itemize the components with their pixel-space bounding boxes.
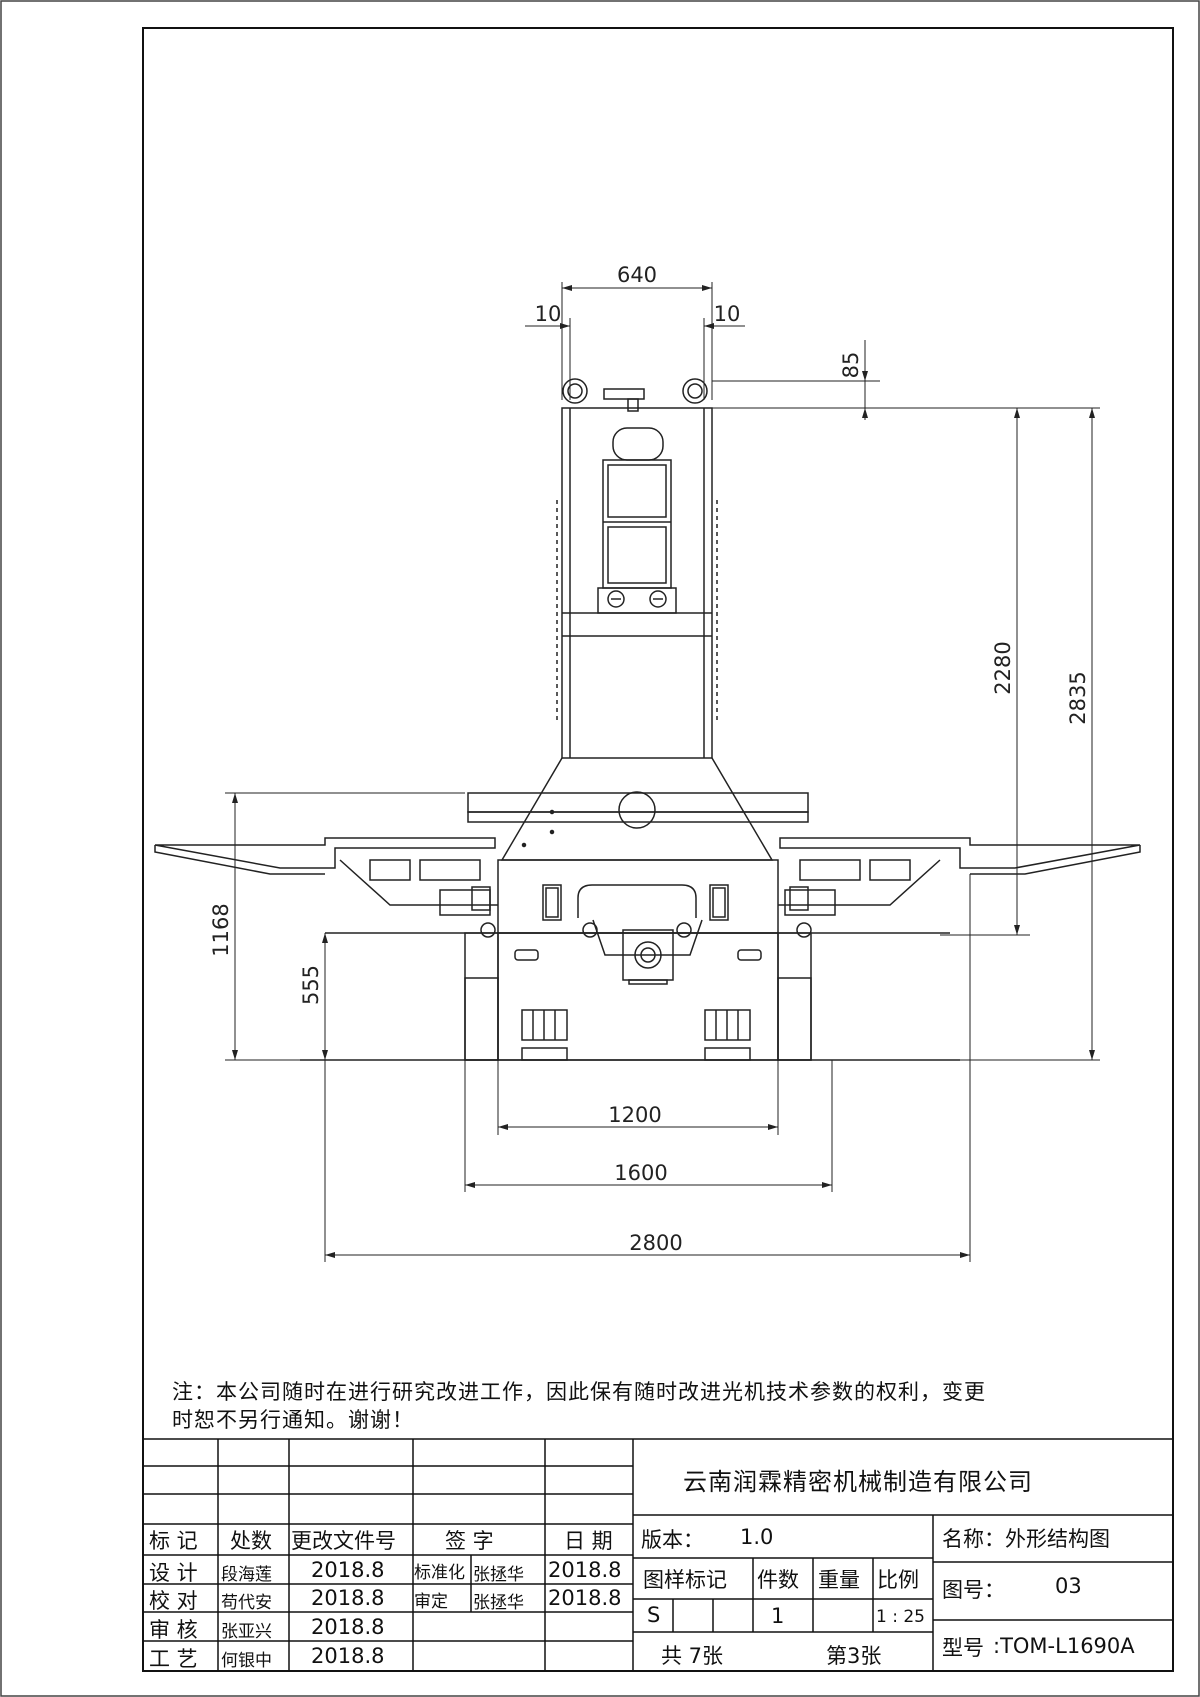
dimension-arrows: [232, 285, 1095, 1258]
header-count: 处数: [230, 1529, 272, 1553]
note-line-1: 注：本公司随时在进行研究改进工作，因此保有随时改进光机技术参数的权利，变更: [172, 1380, 986, 1404]
company-name: 云南润霖精密机械制造有限公司: [683, 1468, 1033, 1496]
drawing-frame: [142, 27, 1174, 1672]
role-design: 设 计: [149, 1561, 198, 1585]
dim-overall-width: 2800: [629, 1231, 682, 1255]
date-check: 2018.8: [311, 1586, 385, 1610]
table-saddle: [497, 859, 779, 934]
title-block-grid: [143, 1438, 1173, 1671]
date-design: 2018.8: [311, 1558, 385, 1582]
version-value: 1.0: [740, 1525, 774, 1549]
weight-label: 重量: [818, 1568, 860, 1592]
dim-ring-height: 85: [839, 352, 863, 379]
role-check: 校 对: [149, 1589, 198, 1613]
quantity-label: 件数: [757, 1568, 799, 1592]
machine-front-view: [154, 378, 1141, 1061]
dim-column-height: 2280: [991, 641, 1015, 694]
approval-date: 2018.8: [548, 1586, 622, 1610]
drawing-no-label: 图号：: [942, 1578, 1005, 1602]
date-review: 2018.8: [311, 1615, 385, 1639]
machine-base: [497, 932, 779, 1061]
name-label: 名称：: [942, 1527, 1005, 1551]
quantity-value: 1: [771, 1604, 785, 1628]
role-review: 审 核: [149, 1618, 198, 1642]
header-date: 日 期: [564, 1529, 613, 1553]
name-process: 何银中: [221, 1651, 272, 1671]
sheet-number: 第3张: [826, 1644, 882, 1668]
note-line-2: 时恕不另行通知。谢谢！: [172, 1408, 414, 1432]
lifting-ring-left: [562, 378, 588, 404]
lifting-ring-right: [682, 378, 708, 404]
scale-value: 1 : 25: [876, 1607, 925, 1627]
role-process: 工 艺: [149, 1647, 198, 1671]
dim-right-offset: 10: [714, 302, 741, 326]
name-design: 段海莲: [221, 1565, 272, 1585]
standardization-name: 张拯华: [473, 1565, 524, 1585]
dim-left-offset: 10: [535, 302, 562, 326]
spindle-motor: [612, 427, 664, 461]
dim-overall-height: 2835: [1066, 671, 1090, 724]
date-process: 2018.8: [311, 1644, 385, 1668]
standardization-date: 2018.8: [548, 1558, 622, 1582]
revision-note: 注：本公司随时在进行研究改进工作，因此保有随时改进光机技术参数的权利，变更 时恕…: [172, 1378, 1172, 1434]
dimension-lines: [225, 282, 1100, 1262]
wing-table-right: [779, 837, 1141, 869]
total-sheets: 共 7张: [661, 1644, 724, 1668]
dim-table-height: 1168: [209, 903, 233, 956]
sample-mark-label: 图样标记: [643, 1568, 727, 1592]
dimension-labels: 640 10 10 85 2280 2835 1168 555 1200 160…: [209, 263, 1090, 1255]
name-review: 张亚兴: [221, 1622, 272, 1642]
wing-table-left: [154, 837, 496, 869]
scale-label: 比例: [877, 1568, 919, 1592]
name-check: 苟代安: [221, 1593, 272, 1613]
model-label: 型号: [942, 1636, 984, 1660]
title-block: 云南润霖精密机械制造有限公司 标 记 处数 更改文件号 签 字 日 期 设 计 …: [143, 1439, 1173, 1671]
version-label: 版本：: [641, 1528, 704, 1552]
approval-name: 张拯华: [473, 1593, 524, 1613]
standardization-label: 标准化: [414, 1563, 465, 1583]
sample-mark-value: S: [647, 1603, 661, 1627]
header-change-doc: 更改文件号: [291, 1529, 396, 1553]
dim-base-outer-width: 1600: [614, 1161, 667, 1185]
header-signature: 签 字: [445, 1529, 494, 1553]
drawing-no-value: 03: [1055, 1574, 1082, 1598]
dim-base-height: 555: [299, 965, 323, 1005]
dim-top-width: 640: [617, 263, 657, 287]
dim-base-inner-width: 1200: [608, 1103, 661, 1127]
approval-label: 审定: [414, 1592, 448, 1612]
model-value: :TOM-L1690A: [993, 1634, 1135, 1658]
drawing-name: 外形结构图: [1005, 1527, 1110, 1551]
column: [561, 407, 713, 759]
header-mark: 标 记: [149, 1529, 198, 1553]
